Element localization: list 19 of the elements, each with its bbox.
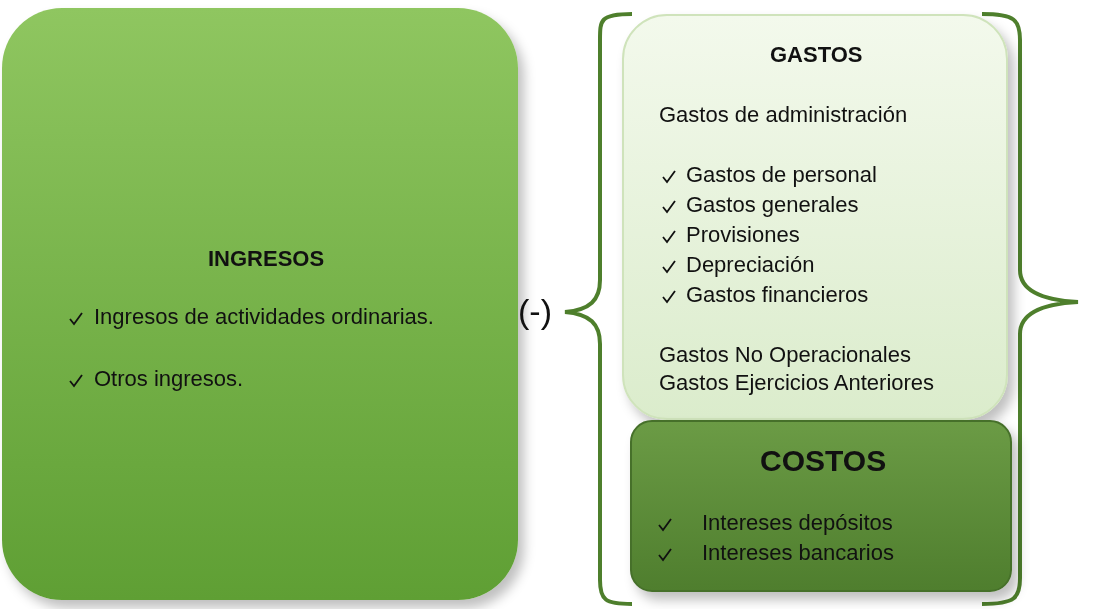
list-item: Provisiones (686, 222, 800, 248)
list-item: Otros ingresos. (94, 366, 244, 392)
list-item: Gastos de personal (686, 162, 877, 188)
list-item: Intereses depósitos (702, 510, 893, 536)
box-heading: GASTOS (770, 42, 863, 68)
list-item: Ingresos de actividades ordinarias. (94, 304, 434, 330)
box-heading: COSTOS (760, 444, 887, 478)
income-box (2, 8, 518, 600)
box-heading: INGRESOS (208, 246, 325, 272)
list-item: Intereses bancarios (702, 540, 894, 566)
expenses-box (622, 14, 1008, 420)
costs-box (630, 420, 1012, 592)
minus-sign: (-) (518, 292, 552, 331)
list-item: Gastos No Operacionales (659, 342, 911, 368)
list-item: Gastos financieros (686, 282, 869, 308)
list-item: Gastos generales (686, 192, 859, 218)
list-item: Depreciación (686, 252, 815, 278)
list-item: Gastos Ejercicios Anteriores (659, 370, 935, 396)
list-item: Gastos de administración (659, 102, 908, 128)
